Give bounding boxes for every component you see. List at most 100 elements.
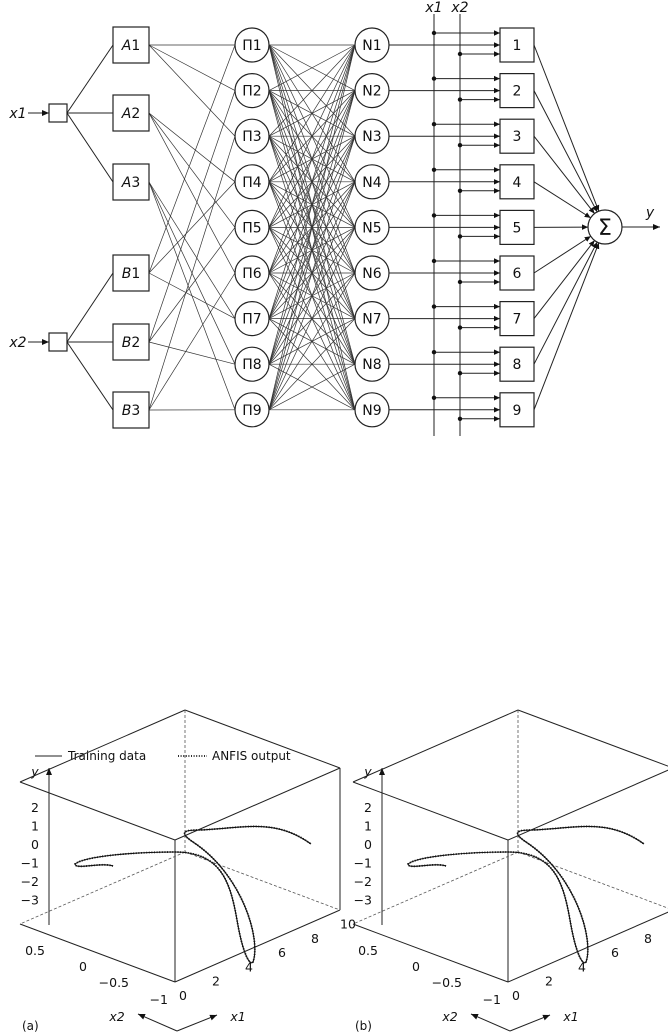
bus-junction-dot [431,213,437,218]
bus-junction-dot [457,279,463,285]
y-tick-label: 0 [364,837,372,852]
rule-to-norm-edge [268,318,356,411]
y-axis-label: y [363,764,372,779]
rule-label: Π1 [242,38,261,54]
x2-tick-label: 0 [412,959,420,974]
rule-to-norm-edge [268,181,356,410]
rule-to-norm-edge [268,44,356,274]
rule-to-norm-edge [268,363,356,411]
rule-node-1 [234,27,270,63]
rule-node-4 [234,164,270,200]
x2-axis-label: x2 [108,1009,124,1024]
bus-junction-dot [431,304,437,309]
x1-tick-label: 8 [644,931,652,946]
output-label: y [645,205,655,221]
membership-to-rule-edge [148,44,236,91]
rule-to-norm-edge [268,44,356,91]
consequent-node-5 [499,209,535,245]
norm-node-7 [354,301,390,337]
rule-node-7 [234,301,270,337]
membership-to-rule-edge [148,181,236,319]
consequent-label: 7 [513,312,522,328]
plot-hidden-edge [19,851,186,925]
membership-to-rule-edge [148,112,236,274]
membership-to-rule-edge [148,181,236,274]
consequent-node-6 [499,255,535,291]
y-tick-label: −2 [354,874,372,889]
norm-label: N5 [362,220,381,236]
norm-label: N1 [362,38,381,54]
membership-label: B3 [122,403,141,419]
x1-tick-label: 2 [212,974,220,989]
plot-hidden-edge [517,851,668,909]
sum-label: Σ [598,216,612,241]
y-tick-label: −1 [354,856,372,871]
y-tick-label: 1 [31,819,39,834]
norm-label: N6 [362,266,381,282]
x1-tick-label: 2 [545,974,553,989]
y-tick-label: −3 [21,893,39,908]
consequent-node-1 [499,27,535,63]
bus-label-x1: x1 [424,0,442,16]
input-label-x2: x2 [8,335,26,351]
rule-label: Π7 [242,312,261,328]
consequent-label: 9 [513,403,522,419]
x1-axis-label: x1 [229,1009,245,1024]
rule-to-norm-edge [268,44,356,365]
anfis-output-curve [407,825,645,964]
plot-hidden-edge [352,851,519,925]
x2-tick-label: 0.5 [25,943,45,958]
x2-tick-label: −0.5 [99,975,129,990]
rule-label: Π2 [242,84,261,100]
consequent-to-sum-arrow [533,242,600,410]
rule-node-9 [234,392,270,428]
rule-to-norm-edge [268,90,356,410]
membership-to-rule-edge [148,181,236,410]
rule-label: Π3 [242,129,261,145]
x1-tick-label: 10 [340,917,356,932]
plot-box-edge [174,909,341,983]
x2-tick-label: 0.5 [358,943,378,958]
x2-direction-arrow [470,1013,511,1032]
norm-node-3 [354,118,390,154]
x2-direction-arrow [137,1013,178,1032]
plot-box-edge [517,709,668,767]
rule-to-norm-edge [268,272,356,410]
plot-hidden-edge [184,851,341,911]
rule-to-norm-edge [268,44,356,319]
membership-node-a3 [112,163,150,201]
consequent-node-3 [499,118,535,154]
x1-tick-label: 4 [578,959,586,974]
membership-to-rule-edge [148,181,236,365]
rule-label: Π6 [242,266,262,282]
rule-label: Π9 [242,403,261,419]
membership-node-a1 [112,26,150,64]
consequent-to-sum-arrow [533,241,598,365]
consequent-to-sum-arrow [533,235,592,274]
rule-node-2 [234,72,270,109]
input-node [48,332,68,352]
plot-box-edge [184,709,341,769]
membership-to-rule-edge [148,341,236,365]
input-to-membership-edge [66,272,114,343]
rule-node-8 [234,346,270,382]
plot-caption: (b) [355,1019,372,1033]
consequent-node-7 [499,301,535,337]
plot-box-edge [352,781,509,841]
input-to-membership-edge [66,112,114,183]
norm-label: N4 [362,175,381,191]
consequent-label: 5 [513,220,522,236]
consequent-node-2 [499,72,535,109]
consequent-to-sum-arrow [533,90,598,213]
legend-anfis-label: ANFIS output [212,749,291,763]
bus-junction-dot [431,122,437,127]
x1-tick-label: 6 [611,945,619,960]
x1-tick-label: 4 [245,959,253,974]
consequent-label: 2 [513,84,522,100]
membership-to-rule-edge [148,112,236,228]
x1-tick-label: 0 [512,988,520,1003]
